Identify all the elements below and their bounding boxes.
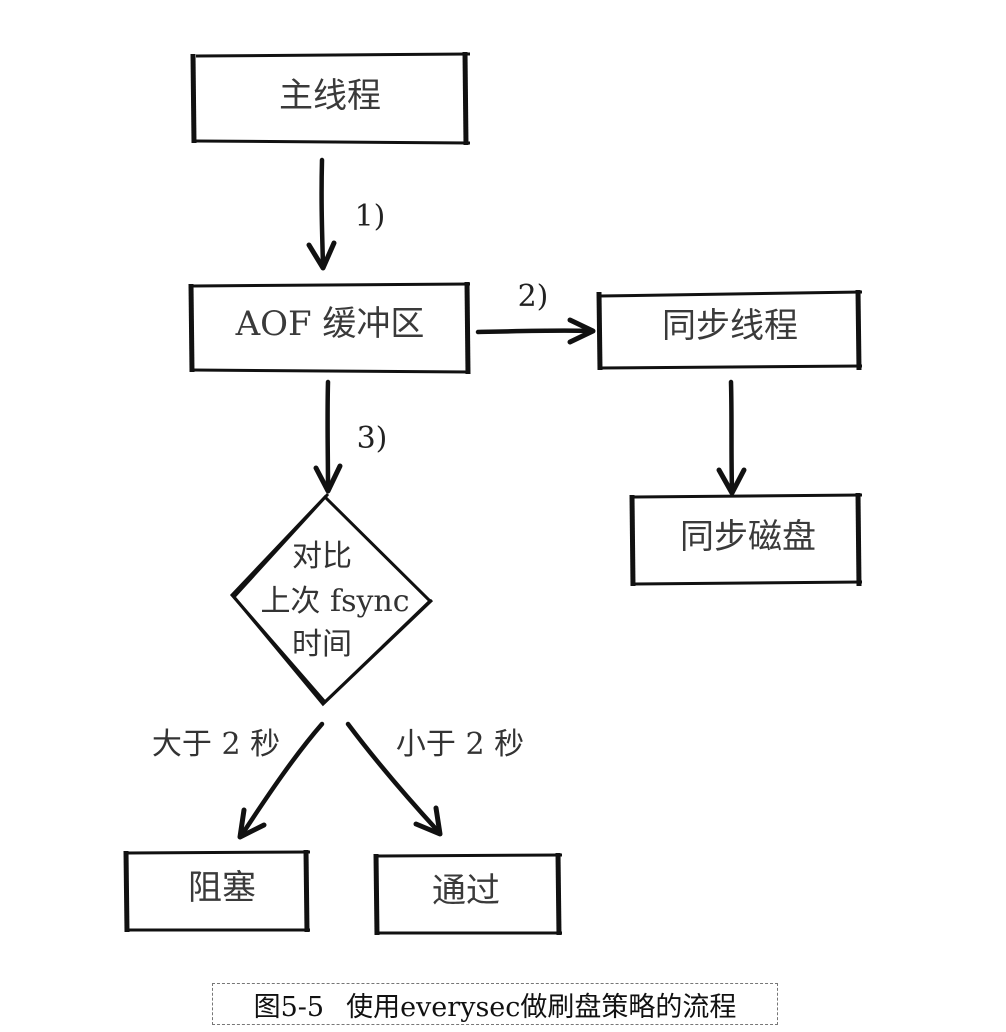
main-thread-label: 主线程	[279, 76, 381, 116]
sync-disk-node: 同步磁盘	[629, 492, 863, 587]
block-label: 阻塞	[188, 868, 256, 908]
sync-thread-label: 同步线程	[662, 306, 798, 346]
step-2-label: 2)	[518, 279, 549, 314]
pass-node: 通过	[373, 852, 563, 936]
block-node: 阻塞	[123, 849, 311, 933]
aof-buffer-label: AOF 缓冲区	[235, 304, 425, 344]
step-3-label: 3)	[357, 421, 388, 456]
figure-caption: 图5-5 使用everysec做刷盘策略的流程	[212, 983, 778, 1025]
figure-number: 图5-5	[253, 991, 325, 1023]
aof-buffer-node: AOF 缓冲区	[188, 281, 471, 375]
main-thread-node: 主线程	[190, 51, 471, 146]
arrow-to-pass	[345, 721, 443, 837]
step-1-label: 1)	[355, 199, 386, 234]
greater-than-label: 大于 2 秒	[152, 727, 280, 762]
figure-title: 使用everysec做刷盘策略的流程	[346, 991, 737, 1023]
arrow-sync-thread-to-disk	[716, 379, 747, 496]
compare-line-2: 上次 fsync	[260, 584, 409, 619]
compare-line-3: 时间	[292, 627, 352, 662]
flowchart: 主线程 1) AOF 缓冲区 2) 同步线程 同步磁盘	[123, 51, 863, 936]
arrow-to-block	[237, 721, 325, 840]
pass-label: 通过	[432, 871, 500, 911]
less-than-label: 小于 2 秒	[396, 727, 524, 762]
arrow-aof-to-sync-thread	[475, 317, 596, 345]
arrow-aof-to-compare	[313, 379, 343, 494]
sync-disk-label: 同步磁盘	[680, 517, 816, 557]
sync-thread-node: 同步线程	[596, 289, 863, 371]
arrow-main-to-aof	[306, 157, 337, 271]
compare-line-1: 对比	[292, 539, 352, 574]
compare-fsync-decision: 对比 上次 fsync 时间	[229, 492, 434, 707]
